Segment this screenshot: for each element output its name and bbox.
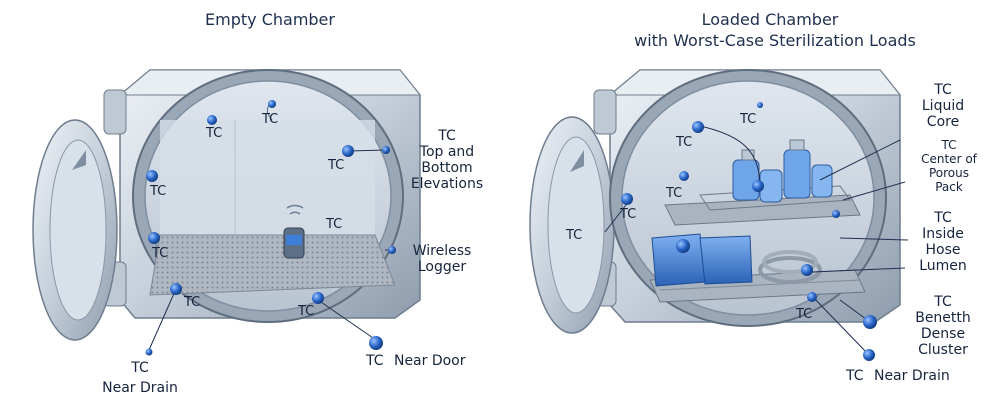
callout-tc: TC: [366, 353, 384, 369]
callout-line: Cluster: [918, 342, 968, 358]
callout-line: Porous: [928, 166, 970, 180]
tc-tag-mid-left: TC: [150, 184, 167, 199]
callout-tc: TC: [131, 360, 149, 376]
callout-line: Wireless: [412, 243, 472, 259]
tc-tag-loaded-floor: TC: [796, 307, 813, 322]
tc-tag-upper-left: TC: [206, 126, 223, 141]
callout-near-drain-right: TC Near Drain: [846, 368, 950, 384]
callout-tc: TC: [846, 368, 864, 384]
callout-tc: TC: [934, 294, 952, 310]
tc-tag-upper-right: TC: [328, 158, 345, 173]
callout-line: Inside: [922, 226, 964, 242]
tc-tag-mid-right: TC: [326, 217, 343, 232]
callout-top-bottom-elevations: TC Top and Bottom Elevations: [402, 128, 492, 192]
callout-inside-hose-lumen: TC Inside Hose Lumen: [908, 210, 978, 274]
tc-tag-lower-left: TC: [152, 246, 169, 261]
callout-line: Pack: [935, 180, 963, 194]
callout-wireless-logger: Wireless Logger: [402, 243, 482, 275]
empty-chamber-title: Empty Chamber: [205, 10, 335, 29]
callout-line: Dense: [920, 326, 966, 342]
callout-beneath-dense-cluster: TC Benetth Dense Cluster: [904, 294, 982, 358]
tc-tag-loaded-mid-left: TC: [666, 186, 683, 201]
callout-line: Elevations: [410, 176, 484, 192]
callout-line: Logger: [417, 259, 467, 275]
callout-tc: TC: [941, 138, 957, 152]
callout-line: Center of: [921, 152, 977, 166]
loaded-chamber-art: [529, 69, 909, 361]
loaded-chamber-title-line1: Loaded Chamber: [701, 10, 839, 29]
tc-tag-loaded-upper-left: TC: [676, 135, 693, 150]
callout-line: Liquid: [921, 98, 965, 114]
callout-liquid-core: TC Liquid Core: [908, 82, 978, 130]
callout-center-porous-pack: TC Center of Porous Pack: [908, 138, 990, 194]
tc-tag-loaded-left-edge: TC: [566, 228, 583, 243]
tc-tag-top: TC: [262, 112, 279, 127]
callout-line: Lumen: [919, 258, 967, 274]
callout-line: Bottom: [421, 160, 473, 176]
tc-tag-floor-left: TC: [184, 295, 201, 310]
callout-tc: TC: [438, 128, 456, 144]
callout-tc: TC: [934, 210, 952, 226]
tc-tag-loaded-top: TC: [740, 112, 757, 127]
callout-line: Core: [926, 114, 960, 130]
callout-tc: TC: [934, 82, 952, 98]
callout-near-drain-left: TC Near Drain: [90, 360, 190, 396]
callout-line: Hose: [925, 242, 961, 258]
callout-line: Near Door: [393, 353, 466, 369]
loaded-chamber-title-line2: with Worst-Case Sterilization Loads: [634, 31, 916, 50]
callout-near-door: TC Near Door: [366, 353, 466, 369]
callout-line: Near Drain: [873, 368, 950, 384]
empty-chamber-art: [32, 69, 422, 356]
callout-line: Top and: [419, 144, 475, 160]
tc-tag-loaded-door-side: TC: [620, 207, 637, 222]
callout-line: Near Drain: [102, 380, 178, 396]
callout-line: Benetth: [915, 310, 971, 326]
tc-tag-floor-right: TC: [298, 304, 315, 319]
